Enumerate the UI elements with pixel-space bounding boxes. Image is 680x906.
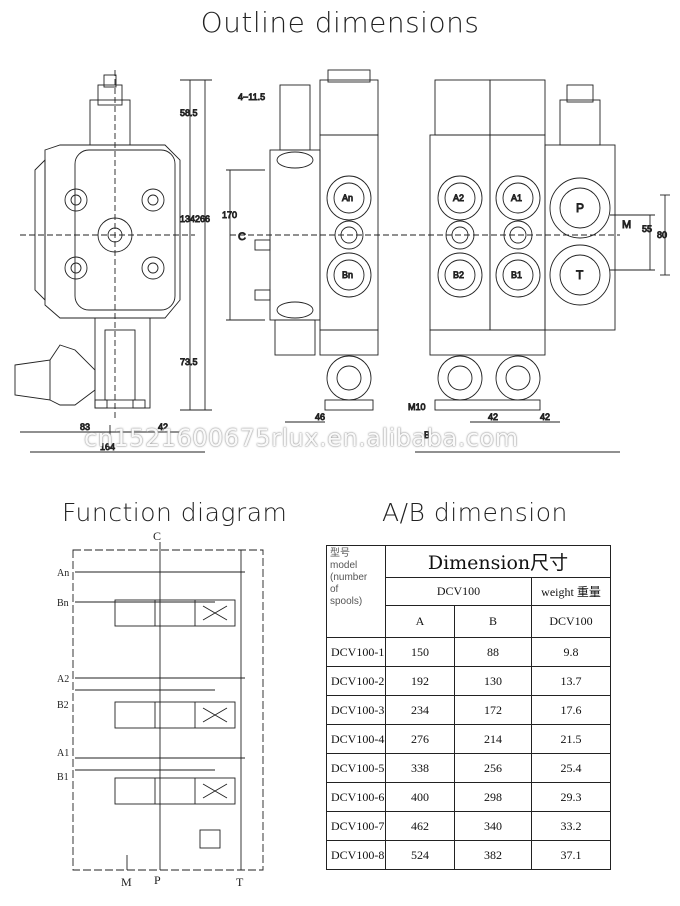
row-b: 214 — [454, 724, 532, 754]
row-b: 382 — [454, 840, 532, 870]
row-model: DCV100-3 — [326, 695, 386, 725]
row-a: 400 — [385, 782, 455, 812]
row-a: 338 — [385, 753, 455, 783]
dim-58-5: 58.5 — [180, 108, 198, 118]
row-model: DCV100-6 — [326, 782, 386, 812]
dim-55: 55 — [642, 224, 652, 234]
dim-46: 46 — [315, 412, 325, 422]
row-weight: 37.1 — [531, 840, 611, 870]
row-b: 298 — [454, 782, 532, 812]
dim-73-5: 73.5 — [180, 357, 198, 367]
fd-a1: A1 — [57, 748, 69, 759]
model-header: 型号 model (number of spools) — [326, 545, 386, 638]
port-b2: B2 — [453, 270, 464, 280]
row-b: 340 — [454, 811, 532, 841]
valve-spool-1 — [114, 777, 236, 805]
row-a: 462 — [385, 811, 455, 841]
dim-170: 170 — [222, 210, 237, 220]
port-p: P — [576, 201, 584, 215]
dim-m: M — [622, 219, 631, 231]
row-a: 276 — [385, 724, 455, 754]
fd-m: M — [121, 875, 132, 889]
row-weight: 17.6 — [531, 695, 611, 725]
port-bn: Bn — [342, 270, 353, 280]
fd-b1: B1 — [57, 772, 69, 783]
col-a-header: A — [385, 605, 455, 638]
dim-80: 80 — [657, 230, 667, 240]
row-model: DCV100-2 — [326, 666, 386, 696]
front-view — [226, 69, 620, 423]
row-model: DCV100-4 — [326, 724, 386, 754]
dim-42-right: 42 — [540, 412, 550, 422]
row-weight: 33.2 — [531, 811, 611, 841]
row-a: 150 — [385, 637, 455, 667]
dim-4-11-5: 4−11.5 — [238, 92, 265, 102]
dim-164: 164 — [100, 442, 115, 452]
function-diagram: C An Bn A2 B2 A1 B1 M P T — [57, 530, 264, 889]
row-weight: 13.7 — [531, 666, 611, 696]
port-t: T — [576, 268, 584, 282]
row-model: DCV100-8 — [326, 840, 386, 870]
row-weight: 21.5 — [531, 724, 611, 754]
weight-header: weight 重量 — [531, 577, 611, 606]
col-weight-header: DCV100 — [531, 605, 611, 638]
function-diagram-heading: Function diagram — [62, 498, 288, 527]
watermark: cn1521600675rlux.en.alibaba.com — [84, 424, 519, 452]
fd-t: T — [236, 875, 244, 889]
port-a1: A1 — [511, 193, 522, 203]
row-b: 256 — [454, 753, 532, 783]
dim-42-left: 42 — [158, 422, 168, 432]
dim-m10: M10 — [408, 402, 426, 412]
row-b: 130 — [454, 666, 532, 696]
outline-dimensions-heading: Outline dimensions — [200, 6, 480, 39]
valve-spool-n — [114, 599, 236, 627]
ab-dimension-heading: A/B dimension — [382, 498, 568, 527]
row-weight: 9.8 — [531, 637, 611, 667]
row-model: DCV100-7 — [326, 811, 386, 841]
ab-dimension-table: 型号 model (number of spools) Dimension尺寸 … — [326, 545, 611, 870]
side-view — [14, 70, 212, 453]
row-a: 234 — [385, 695, 455, 725]
port-b1: B1 — [511, 270, 522, 280]
table-title: Dimension尺寸 — [385, 545, 611, 578]
row-b: 172 — [454, 695, 532, 725]
fd-b2: B2 — [57, 700, 69, 711]
dim-b: B — [424, 430, 430, 440]
outline-drawing: 58.5 134 266 73.5 83 42 164 4−11.5 170 C… — [14, 69, 670, 453]
fd-an: An — [57, 568, 69, 579]
fd-c: C — [153, 530, 161, 543]
dim-42-mid: 42 — [488, 412, 498, 422]
fd-a2: A2 — [57, 674, 69, 685]
fd-bn: Bn — [57, 598, 69, 609]
row-weight: 29.3 — [531, 782, 611, 812]
port-a2: A2 — [453, 193, 464, 203]
row-a: 192 — [385, 666, 455, 696]
col-b-header: B — [454, 605, 532, 638]
spool-stack-view — [415, 79, 670, 453]
row-b: 88 — [454, 637, 532, 667]
fd-p: P — [154, 873, 161, 887]
row-model: DCV100-1 — [326, 637, 386, 667]
row-model: DCV100-5 — [326, 753, 386, 783]
valve-spool-2 — [114, 701, 236, 729]
dim-134: 134 — [180, 214, 195, 224]
port-an: An — [342, 193, 353, 203]
dim-c: C — [238, 231, 246, 243]
dim-266: 266 — [195, 214, 210, 224]
row-a: 524 — [385, 840, 455, 870]
dim-83: 83 — [80, 422, 90, 432]
row-weight: 25.4 — [531, 753, 611, 783]
group-header: DCV100 — [385, 577, 532, 606]
